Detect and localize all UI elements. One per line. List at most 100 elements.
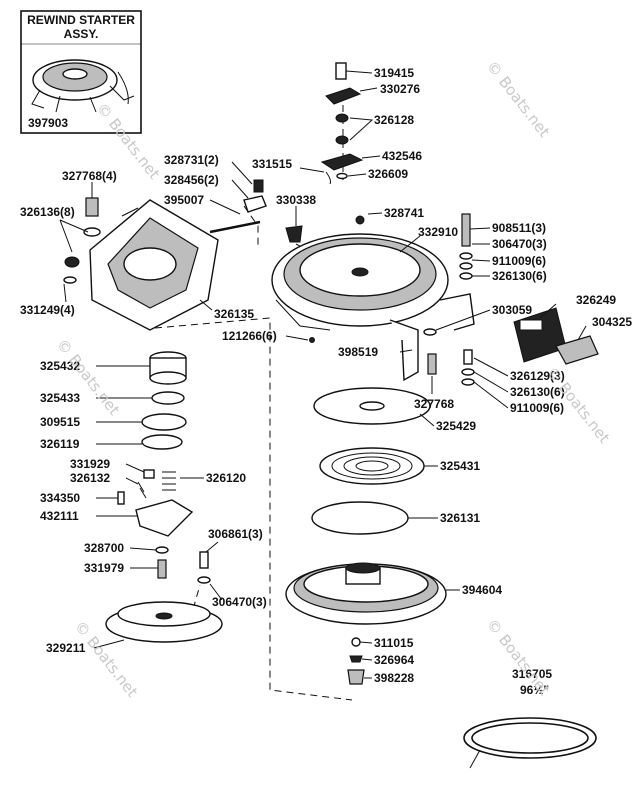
watermark: © Boats.net (483, 57, 554, 140)
bushing-325432 (149, 351, 187, 385)
pin-334350 (117, 491, 125, 505)
part-label: 327768(4) (62, 169, 117, 183)
part-label: 326964 (374, 653, 414, 667)
part-label: 327768 (414, 397, 454, 411)
screw-121266 (309, 337, 315, 343)
part-label: 394604 (462, 583, 502, 597)
clip-331929 (143, 469, 155, 479)
part-label: 326131 (440, 511, 480, 525)
part-label: 309515 (40, 415, 80, 429)
part-label: 328700 (84, 541, 124, 555)
spring-326132 (137, 481, 147, 499)
part-label: 330338 (276, 193, 316, 207)
part-label: 331979 (84, 561, 124, 575)
clip-398228 (347, 669, 365, 685)
part-label: 325431 (440, 459, 480, 473)
part-label: 325433 (40, 391, 80, 405)
spring-325431 (319, 447, 425, 485)
washer-326130 (459, 272, 473, 280)
disk-326131 (311, 501, 409, 535)
screw-327768 (85, 197, 99, 217)
part-label: 332910 (418, 225, 458, 239)
spring-326128-a (335, 113, 349, 123)
ring-325433 (151, 391, 185, 405)
part-label: 326130(6) (510, 385, 565, 399)
washer-306470-b (197, 576, 211, 584)
rope-316705 (463, 717, 597, 769)
part-label: 331515 (252, 157, 292, 171)
part-label: 306861(3) (208, 527, 263, 541)
part-label: 326132 (70, 471, 110, 485)
part-label: 306470(3) (212, 595, 267, 609)
spring-326120 (162, 471, 176, 491)
inset-assembly-illustration (31, 59, 135, 113)
part-label: 331249(4) (20, 303, 75, 317)
bolt-908511 (461, 213, 471, 247)
part-label: 121266(6) (222, 329, 277, 343)
pawl-330276 (325, 87, 362, 105)
part-label: 395007 (164, 193, 204, 207)
part-label: 326609 (368, 167, 408, 181)
part-label: 329211 (46, 641, 86, 655)
cup-329211 (105, 601, 223, 643)
washer-306470 (459, 252, 473, 260)
part-label: 432546 (382, 149, 422, 163)
part-label: 911009(6) (492, 254, 546, 268)
inset-part-number: 397903 (28, 116, 68, 130)
part-label: 326128 (374, 113, 414, 127)
part-label: 398519 (338, 345, 378, 359)
watermark: © Boats.net (483, 615, 554, 698)
part-illustrations (63, 62, 599, 769)
watermark: © Boats.net (53, 335, 124, 418)
part-label: 316705 (512, 667, 552, 681)
screw-328731 (253, 179, 264, 193)
cam-330338 (285, 225, 303, 243)
plate-328456 (243, 195, 267, 213)
rod-395007 (209, 220, 261, 234)
part-label: 330276 (380, 82, 420, 96)
part-label: 432111 (40, 509, 79, 523)
screw-327768-b (427, 353, 437, 375)
part-label: 303059 (492, 303, 532, 317)
spring-326128-b (335, 135, 349, 145)
part-label: 306470(3) (492, 237, 547, 251)
part-label: 334350 (40, 491, 80, 505)
washer-326130-b (461, 368, 475, 376)
part-label: 398228 (374, 671, 414, 685)
leader-lines (59, 70, 587, 679)
washer-326609 (336, 172, 348, 180)
spacer-326129 (463, 349, 473, 365)
inset-assembly-box: REWIND STARTER ASSY. 397903 (20, 10, 142, 134)
ring-326119 (141, 434, 183, 450)
part-label: 304325 (592, 315, 632, 329)
part-label: 328731(2) (164, 153, 219, 167)
inset-title-1: REWIND STARTER (27, 13, 135, 27)
housing-332910 (271, 233, 475, 382)
part-label: 325429 (436, 419, 476, 433)
washer-311015 (351, 637, 361, 647)
part-label: 326130(6) (492, 269, 547, 283)
part-label: 326120 (206, 471, 246, 485)
screw-319415 (335, 62, 347, 80)
part-label: 326119 (40, 437, 80, 451)
part-label: 319415 (374, 66, 414, 80)
washer-303059 (423, 328, 437, 336)
screw-306861 (199, 551, 209, 569)
washer-326136-a (83, 227, 101, 237)
washer-911009 (459, 262, 473, 270)
washer-911009-b (461, 378, 475, 386)
part-label: 326135 (214, 307, 254, 321)
screw-331979 (157, 559, 167, 579)
plate-432111 (135, 499, 194, 537)
part-label: 326129(3) (510, 369, 565, 383)
part-label: 908511(3) (492, 221, 546, 235)
part-label: 911009(6) (510, 401, 564, 415)
ring-309515 (141, 413, 187, 431)
washer-331249 (63, 276, 77, 284)
clip-326964 (349, 655, 363, 663)
plate-432546 (320, 153, 364, 171)
nut-326136 (64, 256, 80, 268)
part-label: 326136(8) (20, 205, 75, 219)
nut-328741 (355, 215, 365, 225)
